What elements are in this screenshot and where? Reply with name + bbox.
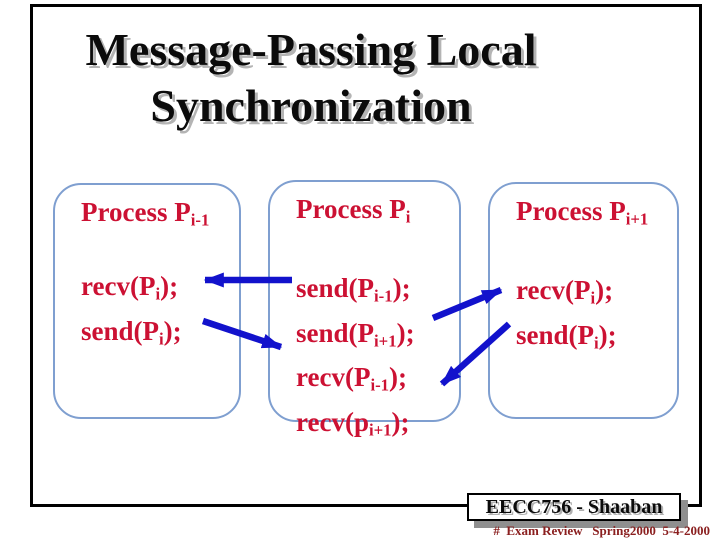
process-box-code: recv(Pi); send(Pi); [81,268,182,357]
slide-title: Message-Passing Local Synchronization [30,22,592,134]
process-box-title: Process Pi+1 [516,196,649,229]
slide-border-frame [30,4,702,507]
process-box-code: recv(Pi); send(Pi); [516,272,617,361]
code-line: recv(Pi); [81,271,179,304]
code-line: recv(Pi-1); [296,362,408,396]
process-box-i-plus-1: Process Pi+1 recv(Pi); send(Pi); [488,182,679,419]
slide-title-line-1: Message-Passing Local [85,24,537,75]
code-line: recv(Pi); [516,275,614,308]
process-box-title: Process Pi-1 [81,197,210,230]
code-line: send(Pi-1); [296,273,411,306]
process-box-title: Process Pi [296,194,411,227]
code-line: send(Pi); [516,319,617,353]
footer-course-box: EECC756 - Shaaban [467,493,681,521]
process-box-code: send(Pi-1); send(Pi+1); recv(Pi-1); recv… [296,270,415,449]
code-line: send(Pi+1); [296,317,415,351]
footer-course-label: EECC756 - Shaaban [485,496,663,518]
slide-title-line-2: Synchronization [150,80,472,131]
code-line: send(Pi); [81,315,182,349]
process-box-i: Process Pi send(Pi-1); send(Pi+1); recv(… [268,180,461,440]
footer-note: # Exam Review Spring2000 5-4-2000 [493,523,710,538]
process-box-i-minus-1: Process Pi-1 recv(Pi); send(Pi); [53,183,241,419]
code-line: recv(pi+1); [296,407,410,440]
